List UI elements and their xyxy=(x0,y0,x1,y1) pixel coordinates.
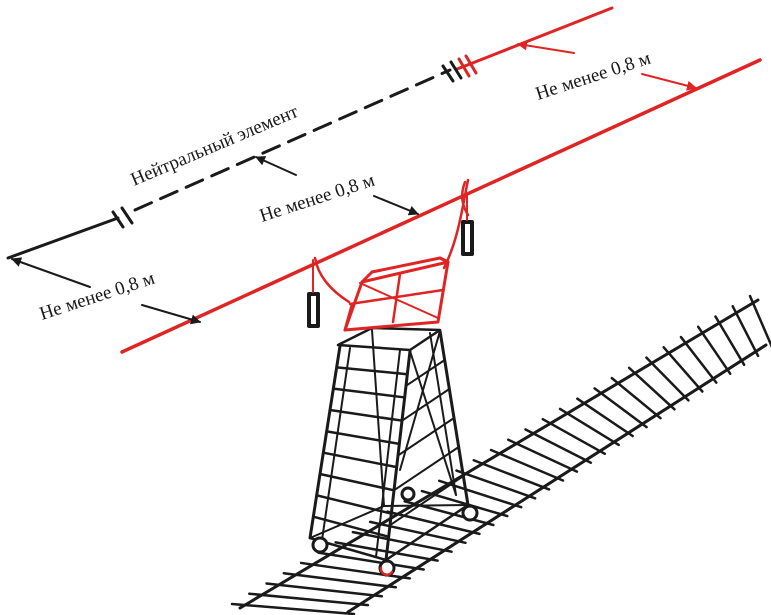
label-neutral-element: Нейтральный элемент xyxy=(128,101,302,191)
wheel-front-left xyxy=(311,536,329,554)
sleeper xyxy=(265,582,384,598)
railway-track xyxy=(230,294,771,615)
sleeper xyxy=(696,325,732,375)
wheel-back-right xyxy=(461,504,479,522)
sleeper xyxy=(472,459,551,491)
sleeper xyxy=(576,397,634,438)
ladder-rung xyxy=(322,451,398,469)
arrow-left-up xyxy=(11,257,91,288)
side-rung xyxy=(401,388,451,422)
side-rung xyxy=(405,359,446,387)
grounding-cable-left xyxy=(313,256,351,304)
arrow-right-up xyxy=(517,40,575,54)
main-live-wire xyxy=(120,58,762,354)
ladder-rungs xyxy=(312,359,465,539)
lower-left-wire xyxy=(6,216,120,260)
insulator-break-left-a xyxy=(120,206,134,225)
arrow-left-down xyxy=(141,304,201,325)
sleeper xyxy=(662,346,704,393)
leg-front-left xyxy=(308,344,342,540)
sleeper xyxy=(507,438,579,473)
hanging-tags xyxy=(307,195,474,328)
sleeper xyxy=(386,510,481,536)
ladder-rung xyxy=(335,366,409,376)
ladder-rung xyxy=(318,472,396,492)
ladder-rung xyxy=(325,430,401,446)
sleeper xyxy=(541,417,607,456)
sleeper xyxy=(593,387,648,429)
arrow-middle-down xyxy=(373,195,419,216)
ladder-rung xyxy=(328,408,404,422)
sleeper xyxy=(558,407,620,447)
sleeper xyxy=(230,602,356,615)
label-distance-right: Не менее 0,8 м xyxy=(533,48,653,105)
sleeper xyxy=(489,448,565,482)
sleeper xyxy=(299,561,411,580)
sleeper xyxy=(731,305,760,358)
insulator-break-right-b xyxy=(441,64,455,83)
sleeper xyxy=(455,469,537,500)
sleeper xyxy=(714,315,746,367)
sleeper xyxy=(351,530,453,553)
ladder-rung xyxy=(312,515,390,539)
label-distance-left: Не менее 0,8 м xyxy=(37,268,157,325)
side-rung xyxy=(389,475,465,527)
sleeper xyxy=(368,520,467,545)
side-rung xyxy=(393,446,460,492)
insulator-break-right-a xyxy=(449,60,463,80)
ladder-rung xyxy=(332,387,406,399)
grounding-cable-right xyxy=(442,178,470,270)
side-rung xyxy=(397,417,455,457)
tower-top-deck xyxy=(336,326,442,352)
working-platform xyxy=(313,178,470,332)
dimension-arrows xyxy=(11,40,697,325)
sleeper xyxy=(317,551,425,571)
sleeper xyxy=(248,592,370,607)
sleeper xyxy=(524,428,593,464)
upper-contact-wire xyxy=(455,6,614,78)
label-distance-middle: Не менее 0,8 м xyxy=(257,170,377,227)
wheel-back-left xyxy=(400,486,416,502)
sleeper xyxy=(610,376,662,420)
arrow-middle-up xyxy=(255,156,297,176)
sleeper xyxy=(627,366,676,411)
ladder-rung xyxy=(315,494,393,515)
ladder-tower xyxy=(308,326,479,577)
sleeper xyxy=(282,571,398,589)
sleeper xyxy=(679,335,718,384)
sleeper xyxy=(748,294,771,348)
sleeper xyxy=(645,356,690,402)
arrow-right-down xyxy=(641,73,697,91)
